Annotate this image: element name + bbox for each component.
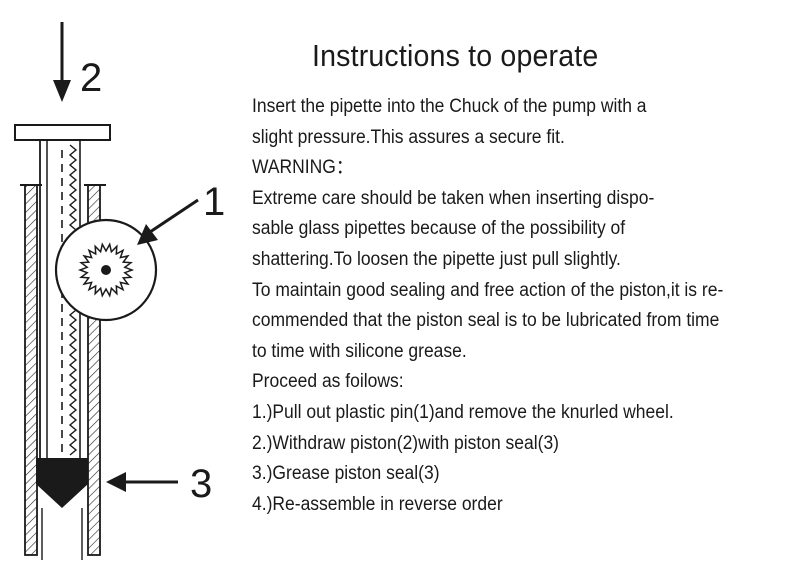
- instruction-line: shattering.To loosen the pipette just pu…: [252, 248, 621, 270]
- page-title: Instructions to operate: [312, 38, 599, 73]
- instruction-line: Proceed as foilows:: [252, 371, 404, 393]
- instruction-line: Insert the pipette into the Chuck of the…: [252, 96, 647, 117]
- arrow-1: [137, 198, 199, 245]
- instruction-line: Extreme care should be taken when insert…: [252, 187, 655, 209]
- step-2: 2.)Withdraw piston(2)with piston seal(3): [252, 432, 559, 454]
- arrow-2: [53, 22, 71, 102]
- pump-diagram: [14, 22, 199, 560]
- knurled-wheel: [54, 218, 158, 322]
- arrow-3: [106, 472, 178, 492]
- instructions-body: Insert the pipette into the Chuck of the…: [252, 92, 797, 520]
- callout-2: 2: [80, 56, 103, 100]
- callout-1: 1: [203, 180, 226, 224]
- step-3: 3.)Grease piston seal(3): [252, 463, 440, 485]
- step-4: 4.)Re-assemble in reverse order: [252, 493, 503, 515]
- instruction-line: To maintain good sealing and free action…: [252, 279, 724, 301]
- step-1: 1.)Pull out plastic pin(1)and remove the…: [252, 401, 674, 423]
- piston-seal: [36, 458, 88, 560]
- warning-heading: WARNING：: [252, 157, 354, 179]
- instruction-line: sable glass pipettes because of the poss…: [252, 218, 626, 240]
- callout-3: 3: [190, 462, 213, 506]
- top-cap: [14, 124, 111, 141]
- instruction-line: to time with silicone grease.: [252, 340, 467, 362]
- instruction-line: slight pressure.This assures a secure fi…: [252, 126, 565, 148]
- instruction-line: commended that the piston seal is to be …: [252, 310, 720, 332]
